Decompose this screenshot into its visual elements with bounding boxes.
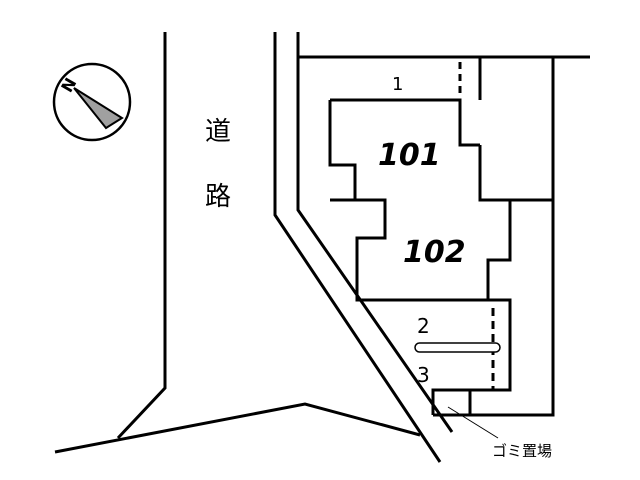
compass-arrow-icon	[73, 87, 124, 130]
parking-area	[414, 298, 512, 439]
unit-102-label: 102	[403, 235, 466, 270]
parking-divider	[414, 342, 501, 353]
road-label-2: 路	[205, 182, 231, 212]
parking-label-2: 2	[417, 314, 430, 338]
unit-101-label: 101	[378, 138, 441, 173]
parking-label-1: 1	[392, 74, 403, 95]
road-outline	[54, 32, 454, 463]
parking-label-3: 3	[417, 363, 430, 387]
garbage-label: ゴミ置場	[492, 442, 552, 460]
lot-boundary	[298, 55, 590, 417]
compass-circle	[52, 62, 132, 142]
building-outline	[328, 98, 512, 302]
compass: N	[52, 62, 132, 142]
road-label-1: 道	[205, 117, 231, 147]
